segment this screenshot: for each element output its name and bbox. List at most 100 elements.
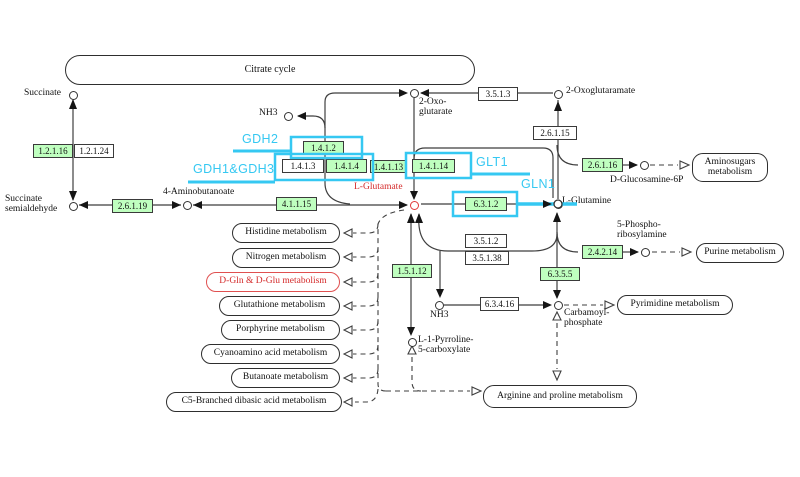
line-branch-aminosugars: [556, 144, 579, 166]
metabolite-nh3-top[interactable]: [283, 111, 293, 121]
label-nh3-bottom: NH3: [430, 310, 449, 321]
label-5-phospho-ribosylamine: 5-Phospho-ribosylamine: [617, 220, 667, 241]
ec-box-1.2.1.24[interactable]: 1.2.1.24: [74, 144, 114, 158]
text-line: 2-Oxoglutaramate: [566, 86, 636, 96]
label-carbamoyl-phosphate: Carbamoyl-phosphate: [564, 308, 610, 329]
text-line: Butanoate metabolism: [242, 372, 329, 383]
pathway-box-purine-metabolism[interactable]: Purine metabolism: [696, 243, 784, 263]
text-line: semialdehyde: [5, 203, 58, 214]
line-gdh-column: [324, 92, 400, 183]
text-line: Histidine metabolism: [245, 227, 327, 238]
ec-box-1.4.1.2[interactable]: 1.4.1.2: [303, 141, 344, 155]
pathway-box-arginine-proline-metabolism[interactable]: Arginine and proline metabolism: [483, 385, 637, 408]
metabolite-carbamoyl-phosphate[interactable]: [553, 300, 563, 310]
metabolite-2-oxoglutaramate[interactable]: [553, 89, 563, 99]
text-line: Pyrimidine metabolism: [630, 299, 720, 310]
ec-box-3.5.1.2[interactable]: 3.5.1.2: [465, 234, 507, 248]
ec-box-2.6.1.19[interactable]: 2.6.1.19: [112, 199, 153, 213]
ec-box-6.3.5.5[interactable]: 6.3.5.5: [540, 267, 580, 281]
metabolite-succinate[interactable]: [68, 90, 78, 100]
highlight-rect-glt1: [404, 151, 473, 180]
label-l-glutamine: L-Glutamine: [562, 196, 612, 207]
pathway-box-cyanoamino-metabolism[interactable]: Cyanoamino acid metabolism: [201, 344, 340, 364]
text-line: D-Gln & D-Glu metabolism: [219, 276, 327, 287]
text-line: Nitrogen metabolism: [245, 252, 327, 263]
text-line: Citrate cycle: [244, 63, 296, 75]
text-line: Carbamoyl-: [564, 308, 610, 318]
metabolite-2-oxoglutarate[interactable]: [409, 88, 419, 98]
text-line: L-Glutamate: [354, 182, 403, 192]
metabolite-nh3-bottom[interactable]: [434, 300, 444, 310]
label-nh3-top: NH3: [259, 108, 278, 119]
metabolite-d-glucosamine-6p[interactable]: [639, 160, 649, 170]
highlight-rect-gdh1-gdh3: [273, 152, 375, 182]
pathway-box-nitrogen-metabolism[interactable]: Nitrogen metabolism: [232, 248, 340, 268]
text-line: Purine metabolism: [704, 247, 776, 258]
text-line: L-Glutamine: [562, 196, 612, 206]
metabolite-4-aminobutanoate[interactable]: [182, 200, 192, 210]
ec-box-1.4.1.3[interactable]: 1.4.1.3: [282, 159, 324, 173]
text-line: 5-carboxylate: [418, 344, 471, 355]
text-line: glutarate: [419, 106, 453, 117]
text-line: C5-Branched dibasic acid metabolism: [181, 396, 327, 407]
text-line: Glutathione metabolism: [233, 300, 326, 311]
dashed-pyrroline-arginine: [411, 357, 422, 392]
highlight-rect-gdh2: [289, 135, 364, 160]
gene-label-gln1: GLN1: [521, 177, 556, 191]
line-gdh-merge: [324, 182, 351, 205]
line-nh3-branch: [298, 115, 326, 129]
metabolite-l-1-pyrroline-5-carboxylate[interactable]: [407, 337, 417, 347]
ec-box-1.4.1.4[interactable]: 1.4.1.4: [326, 159, 367, 173]
ec-box-1.2.1.16[interactable]: 1.2.1.16: [33, 144, 73, 158]
text-line: NH3: [430, 310, 449, 320]
ec-box-6.3.4.16[interactable]: 6.3.4.16: [480, 297, 519, 311]
metabolite-l-glutamine-overlay[interactable]: [553, 199, 563, 209]
dashed-glutamate-trunk: [377, 209, 405, 392]
ec-box-3.5.1.38[interactable]: 3.5.1.38: [465, 251, 509, 265]
text-line: Aminosugars: [704, 156, 756, 167]
ec-box-2.6.1.16[interactable]: 2.6.1.16: [582, 158, 623, 172]
text-line: Arginine and proline metabolism: [497, 390, 623, 401]
pathway-box-histidine-metabolism[interactable]: Histidine metabolism: [232, 223, 340, 243]
pathway-box-citrate-cycle[interactable]: Citrate cycle: [65, 55, 475, 85]
ec-box-3.5.1.3[interactable]: 3.5.1.3: [478, 87, 518, 101]
label-l-1-pyrroline-5-carboxylate: L-1-Pyrroline-5-carboxylate: [418, 335, 474, 356]
text-line: Porphyrine metabolism: [236, 324, 325, 335]
text-line: ribosylamine: [617, 229, 667, 240]
ec-box-2.6.1.15[interactable]: 2.6.1.15: [533, 126, 577, 140]
text-line: 2-Oxo-: [419, 97, 447, 107]
ec-box-4.1.1.15[interactable]: 4.1.1.15: [276, 197, 317, 211]
ec-box-1.5.1.12[interactable]: 1.5.1.12: [392, 264, 432, 278]
pathway-box-c5-branched-metabolism[interactable]: C5-Branched dibasic acid metabolism: [166, 392, 342, 412]
text-line: Succinate: [5, 194, 42, 204]
label-d-glucosamine-6p: D-Glucosamine-6P: [610, 175, 684, 186]
text-line: metabolism: [707, 166, 753, 177]
label-4-aminobutanoate: 4-Aminobutanoate: [163, 187, 234, 198]
metabolite-succinate-semialdehyde[interactable]: [68, 201, 78, 211]
ec-box-2.4.2.14[interactable]: 2.4.2.14: [582, 245, 623, 259]
pathway-box-porphyrine-metabolism[interactable]: Porphyrine metabolism: [221, 320, 340, 340]
text-line: Succinate: [24, 88, 61, 98]
pathway-box-pyrimidine-metabolism[interactable]: Pyrimidine metabolism: [617, 295, 733, 315]
label-2-oxoglutaramate: 2-Oxoglutaramate: [566, 86, 636, 97]
text-line: 5-Phospho-: [617, 220, 661, 230]
text-line: NH3: [259, 108, 278, 118]
label-succinate: Succinate: [24, 88, 61, 99]
ec-box-1.4.1.14[interactable]: 1.4.1.14: [412, 159, 455, 173]
text-line: phosphate: [564, 317, 603, 328]
label-2-oxoglutarate: 2-Oxo-glutarate: [419, 97, 453, 118]
gene-label-gdh2: GDH2: [242, 132, 279, 146]
metabolite-l-glutamate[interactable]: [409, 200, 419, 210]
pathway-box-glutathione-metabolism[interactable]: Glutathione metabolism: [219, 296, 340, 316]
pathway-box-butanoate-metabolism[interactable]: Butanoate metabolism: [231, 368, 340, 388]
text-line: Cyanoamino acid metabolism: [213, 348, 328, 359]
pathway-box-d-gln-d-glu-metabolism[interactable]: D-Gln & D-Glu metabolism: [206, 272, 340, 292]
ec-box-6.3.1.2[interactable]: 6.3.1.2: [465, 197, 507, 211]
text-line: L-1-Pyrroline-: [418, 335, 474, 345]
metabolite-5-phospho-ribosylamine[interactable]: [640, 247, 650, 257]
text-line: D-Glucosamine-6P: [610, 175, 684, 185]
